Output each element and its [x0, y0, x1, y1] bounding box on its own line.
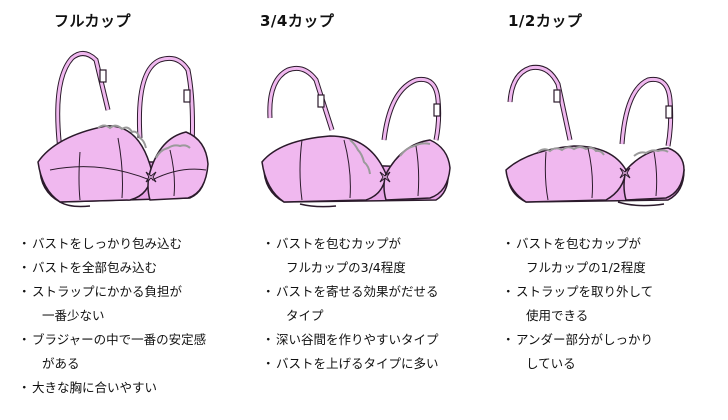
- right-cup: [147, 131, 209, 201]
- full-cup-bra-illustration: [37, 51, 209, 208]
- strap-slider-left: [99, 69, 107, 83]
- left-cup: [37, 125, 153, 203]
- list-item: バストを全部包み込む: [18, 256, 237, 280]
- three-quarter-cup-bra-illustration: [261, 65, 451, 208]
- list-item: バストをしっかり包み込む: [18, 232, 237, 256]
- full-cup-title: フルカップ: [54, 12, 132, 30]
- three-quarter-cup-title: 3/4カップ: [260, 12, 335, 30]
- center-bow: [145, 171, 157, 183]
- lace-edge: [97, 124, 191, 159]
- full-cup-column: フルカップ バストをしっかり包み込む バストを全部包み込む ストラップにかかる負…: [0, 0, 240, 420]
- list-item: バストを上げるタイプに多い: [262, 352, 481, 376]
- list-item: 大きな胸に合いやすい: [18, 376, 237, 400]
- list-item: 深い谷間を作りやすいタイプ: [262, 328, 481, 352]
- half-cup-title: 1/2カップ: [508, 12, 583, 30]
- half-cup-bra-illustration: [505, 64, 685, 207]
- full-cup-notes: バストをしっかり包み込む バストを全部包み込む ストラップにかかる負担が一番少な…: [18, 232, 237, 400]
- strap-slider-right: [183, 89, 191, 103]
